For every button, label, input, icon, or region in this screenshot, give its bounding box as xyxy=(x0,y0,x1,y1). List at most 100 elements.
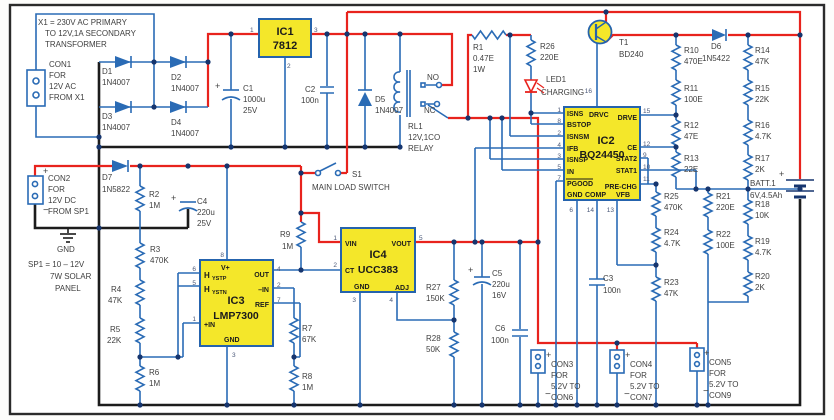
r25-ref: R25 xyxy=(664,192,679,201)
junction-dot xyxy=(451,317,457,323)
con4-plus: + xyxy=(625,350,630,360)
r9-value: 1M xyxy=(282,242,293,251)
r24-value: 4.7K xyxy=(664,239,681,248)
junction-dot xyxy=(673,112,679,118)
d3-ref: D3 xyxy=(102,112,113,121)
r3-ref: R3 xyxy=(150,245,161,254)
ic4-pin-adj: ADJ xyxy=(395,285,409,292)
ic2-pin-comp: COMP xyxy=(585,192,606,199)
junction-dot xyxy=(298,170,304,176)
junction-dot xyxy=(603,9,609,15)
ic2-num10: 10 xyxy=(643,164,651,171)
batt-value: 6V,4.5Ah xyxy=(750,191,782,200)
r5-ref: R5 xyxy=(110,325,121,334)
ic2-pin-ifb: IFB xyxy=(567,146,578,153)
junction-dot xyxy=(535,402,541,408)
junction-dots xyxy=(96,9,803,408)
c6-value: 100n xyxy=(491,336,509,345)
con3-name: CON3 xyxy=(551,360,574,369)
junction-dot xyxy=(362,31,368,37)
x1-note-line2: TO 12V,1A SECONDARY xyxy=(45,29,137,38)
con4-line3: 5.2V TO xyxy=(630,382,660,391)
junction-dot xyxy=(535,239,541,245)
r6-value: 1M xyxy=(149,379,160,388)
junction-dot xyxy=(653,262,659,268)
c3-cap-icon xyxy=(589,278,605,286)
junction-dot xyxy=(517,402,523,408)
junction-dot xyxy=(397,31,403,37)
junction-dot xyxy=(499,115,505,121)
junction-dot xyxy=(298,210,304,216)
junction-dot xyxy=(137,354,143,360)
r11-value: 100E xyxy=(684,95,703,104)
r11-ref: R11 xyxy=(684,84,699,93)
r20-ref: R20 xyxy=(755,272,770,281)
c5-voltage: 16V xyxy=(492,291,507,300)
ic2-num1: 1 xyxy=(557,107,561,114)
con2-minus: − xyxy=(43,205,49,216)
junction-dot xyxy=(357,402,363,408)
gnd-label: GND xyxy=(57,245,75,254)
junction-dot xyxy=(487,115,493,121)
s1-switch-icon xyxy=(314,162,342,177)
ic2-body xyxy=(563,106,641,201)
con2-connector xyxy=(27,175,44,205)
ic1-pin2: 2 xyxy=(287,63,291,70)
d2-diode-icon xyxy=(170,56,187,68)
ic3-pin-minus-in: –IN xyxy=(258,287,269,294)
ic3-num8: 8 xyxy=(220,252,224,259)
con2-name: CON2 xyxy=(48,174,71,183)
ic2-num4: 4 xyxy=(557,142,561,149)
con2-line3: 12V DC xyxy=(48,196,76,205)
junction-dot xyxy=(291,354,297,360)
ic2-num2: 2 xyxy=(557,130,561,137)
ic2-num5: 5 xyxy=(557,164,561,171)
ic2-pin-ce: CE xyxy=(627,145,637,152)
x1-note-line1: X1 = 230V AC PRIMARY xyxy=(38,18,128,27)
c3-ref: C3 xyxy=(603,274,614,283)
c6-ref: C6 xyxy=(495,324,506,333)
ic3-num1: 1 xyxy=(192,316,196,323)
junction-dot xyxy=(797,186,803,192)
r3-value: 470K xyxy=(150,256,169,265)
r14-value: 47K xyxy=(755,57,770,66)
d3-value: 1N4007 xyxy=(102,123,131,132)
ic2-pin-bstop: BSTOP xyxy=(567,122,591,129)
junction-dot xyxy=(451,239,457,245)
con3-minus: − xyxy=(545,389,551,400)
c4-ref: C4 xyxy=(197,197,208,206)
c1-cap-icon xyxy=(221,89,241,101)
r15-value: 22K xyxy=(755,95,770,104)
d7-value: 1N5822 xyxy=(102,185,131,194)
ic2-pin-drvc: DRVC xyxy=(589,112,609,119)
junction-dot xyxy=(96,144,102,150)
c1-plus: + xyxy=(215,81,220,91)
c4-plus: + xyxy=(171,193,176,203)
junction-dot xyxy=(451,402,457,408)
c2-cap-icon xyxy=(320,86,334,94)
ic3-pin-hystn-sub: YSTN xyxy=(212,290,227,296)
schematic-border xyxy=(8,3,826,416)
con3-line4: CON6 xyxy=(551,393,574,402)
c6-cap-icon xyxy=(512,329,528,337)
r7-value: 67K xyxy=(302,335,317,344)
con2-plus: + xyxy=(43,166,48,176)
junction-dot xyxy=(507,32,513,38)
ic3-pin-hystp-sub: YSTP xyxy=(212,276,227,282)
r21-value: 220E xyxy=(716,203,735,212)
r25-value: 470K xyxy=(664,203,683,212)
r27-value: 150K xyxy=(426,294,445,303)
led1-label: CHARGING xyxy=(541,88,584,97)
ic3-pin-ref: REF xyxy=(255,302,270,309)
ic2-pin-drve: DRVE xyxy=(618,115,638,122)
ic2-num7: 7 xyxy=(557,175,561,182)
r16-ref: R16 xyxy=(755,121,770,130)
r20-value: 2K xyxy=(755,283,765,292)
junction-dot xyxy=(185,163,191,169)
c5-plus: + xyxy=(468,265,473,275)
con5-line3: 5.2V TO xyxy=(709,380,739,389)
con4-line2: FOR xyxy=(630,371,647,380)
c4-cap-icon xyxy=(178,201,198,212)
